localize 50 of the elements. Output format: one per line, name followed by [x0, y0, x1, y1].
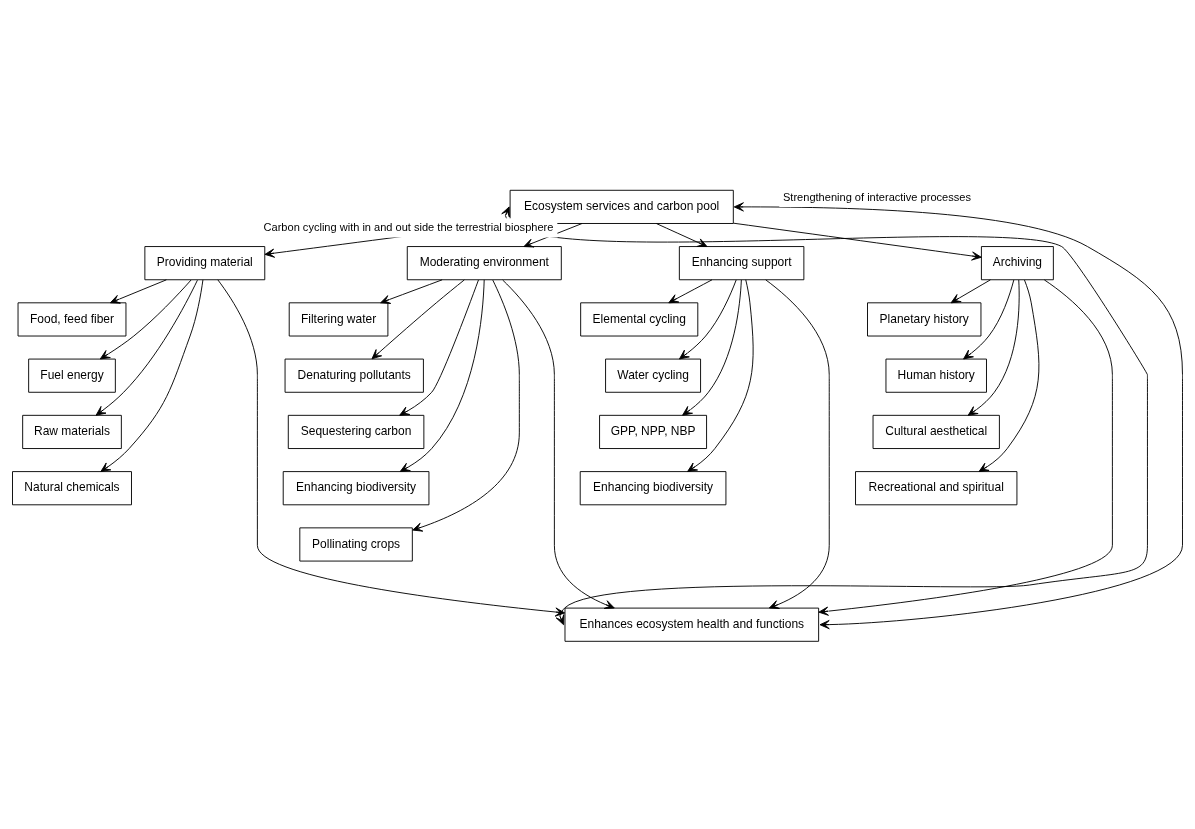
node-box: Sequestering carbon	[287, 414, 425, 449]
node-box: Enhancing support	[678, 246, 805, 281]
node-box: Recreational and spiritual	[855, 471, 1018, 506]
node-box: Elemental cycling	[580, 302, 699, 337]
arrow	[109, 279, 167, 304]
arrow	[682, 279, 742, 416]
arrow	[95, 279, 198, 416]
arrow	[217, 279, 566, 617]
node-box: Water cycling	[605, 358, 702, 393]
node-box: Ecosystem services and carbon pool	[509, 189, 734, 224]
node-box: Food, feed fiber	[17, 302, 127, 337]
arrow	[950, 279, 991, 304]
arrow	[978, 279, 1040, 472]
arrow	[963, 279, 1015, 360]
arrow	[371, 279, 465, 360]
node-box: Natural chemicals	[12, 471, 132, 506]
node-box: Raw materials	[22, 414, 122, 449]
arrow	[399, 279, 479, 416]
arrow	[733, 202, 1183, 630]
node-box: Planetary history	[867, 302, 982, 337]
arrow	[818, 279, 1113, 616]
node-box: Enhancing biodiversity	[282, 471, 430, 506]
node-box: Filtering water	[288, 302, 389, 337]
arrow	[967, 279, 1020, 416]
edge-label: Strengthening of interactive processes	[783, 190, 971, 203]
node-box: Enhances ecosystem health and functions	[564, 607, 820, 642]
arrow	[100, 279, 204, 472]
node-box: Archiving	[980, 246, 1054, 281]
node-box: GPP, NPP, NBP	[599, 414, 708, 449]
node-box: Moderating environment	[406, 246, 562, 281]
arrow	[399, 279, 485, 472]
arrow	[412, 279, 520, 532]
arrow	[502, 279, 615, 609]
arrow	[733, 222, 982, 261]
node-box: Pollinating crops	[299, 527, 413, 562]
arrow	[380, 279, 443, 304]
arrow	[765, 279, 830, 609]
node-box: Cultural aesthetical	[872, 414, 1000, 449]
arrow	[679, 279, 737, 360]
arrow	[668, 279, 713, 304]
arrow	[655, 223, 708, 247]
node-box: Fuel energy	[28, 358, 116, 393]
arrow	[501, 206, 1148, 626]
arrow	[687, 279, 754, 472]
node-box: Human history	[885, 358, 987, 393]
node-box: Denaturing pollutants	[284, 358, 424, 393]
node-box: Enhancing biodiversity	[579, 471, 727, 506]
node-box: Providing material	[144, 246, 266, 281]
edge-label: Carbon cycling with in and out side the terrestrial biosphere	[263, 221, 554, 234]
arrow	[99, 279, 192, 360]
